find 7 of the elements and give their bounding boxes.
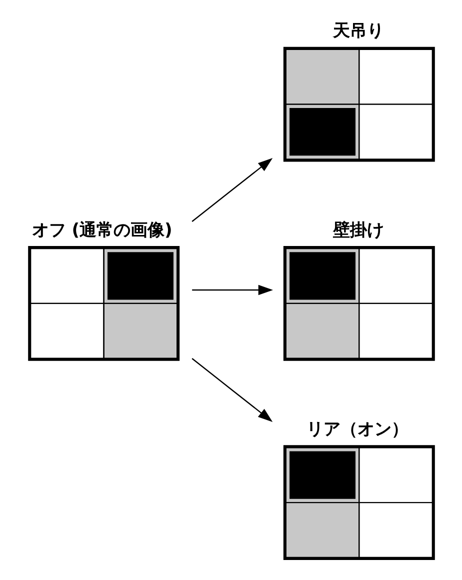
arrow [191,358,272,422]
arrow [192,284,273,296]
arrow [191,158,272,222]
node-label: オフ (通常の画像) [31,220,172,240]
node-label: 天吊り [332,21,384,42]
node-label: 壁掛け [332,220,384,240]
node-label: リア（オン） [306,419,408,440]
